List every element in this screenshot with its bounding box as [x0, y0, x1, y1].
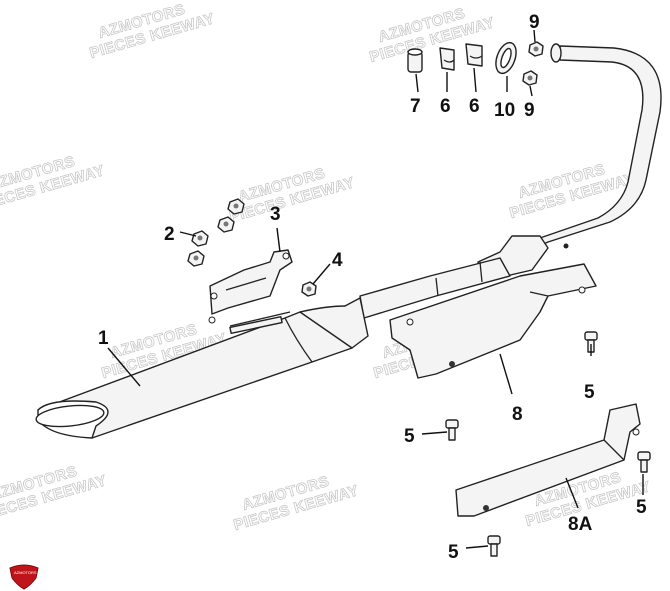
svg-text:AZMOTORS: AZMOTORS: [14, 570, 37, 575]
nut-part-9-b: [522, 70, 538, 86]
callout-9-a: 9: [529, 12, 540, 33]
exhaust-header-pipe: [359, 43, 662, 319]
clip-part-6-a: [439, 47, 455, 71]
bolt-5-b: [445, 419, 459, 441]
bolt-5-c: [637, 451, 651, 473]
callout-5-d: 5: [448, 542, 459, 563]
watermarks: AZMOTORS PIECES KEEWAY AZMOTORS PIECES K…: [0, 0, 653, 534]
callouts: 1 2 3 4 5 5 5 5 6 6 7 8 8A 9 9 10: [98, 12, 647, 563]
bolt-5-d: [487, 535, 501, 557]
callout-8a: 8A: [568, 514, 593, 535]
callout-7: 7: [410, 96, 421, 117]
watermark-3: AZMOTORS PIECES KEEWAY: [0, 152, 107, 214]
callout-6-b: 6: [469, 96, 480, 117]
mounting-bracket: [208, 249, 293, 324]
gasket-part-10: [495, 41, 517, 75]
leader-lines: [107, 29, 644, 549]
callout-8: 8: [512, 404, 523, 425]
collar-part-7: [407, 48, 423, 73]
heat-guard-8: [389, 263, 597, 379]
callout-3: 3: [270, 204, 281, 225]
clip-part-6-b: [465, 43, 483, 67]
nut-part-9-a: [528, 41, 544, 57]
nuts-part-2: [187, 198, 245, 267]
muffler: [35, 297, 369, 439]
watermark-1: AZMOTORS PIECES KEEWAY: [87, 0, 217, 62]
callout-9-b: 9: [524, 100, 535, 121]
callout-5-b: 5: [404, 426, 415, 447]
callout-6-a: 6: [440, 96, 451, 117]
nut-part-4: [301, 281, 317, 297]
bracket-8a: [455, 403, 641, 517]
brand-logo: AZMOTORS: [9, 564, 39, 590]
callout-4: 4: [332, 250, 343, 271]
watermark-8: AZMOTORS PIECES KEEWAY: [0, 462, 109, 524]
callout-1: 1: [98, 328, 109, 349]
callout-10: 10: [494, 100, 515, 121]
watermark-4: AZMOTORS PIECES KEEWAY: [227, 164, 357, 226]
callout-5-c: 5: [636, 497, 647, 518]
watermark-9: AZMOTORS PIECES KEEWAY: [231, 472, 361, 534]
callout-2: 2: [164, 224, 175, 245]
callout-5-a: 5: [584, 382, 595, 403]
